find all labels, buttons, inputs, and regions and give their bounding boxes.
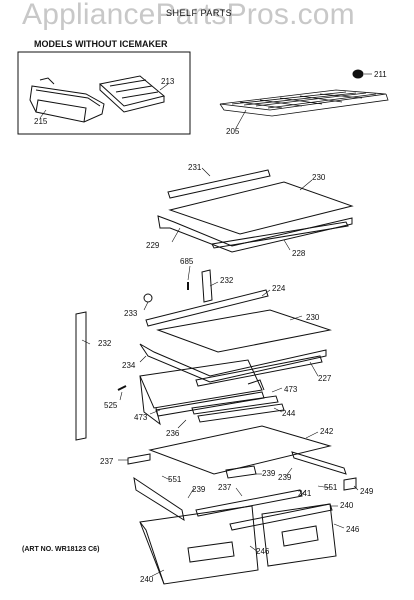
part-230-upper-glass <box>168 181 354 235</box>
part-label: 473 <box>284 385 298 394</box>
part-label: 239 <box>192 485 206 494</box>
part-label: 213 <box>161 77 175 86</box>
part-label: 224 <box>272 284 286 293</box>
part-232-side-rail <box>75 311 87 441</box>
part-label: 237 <box>100 457 114 466</box>
part-227-trim <box>195 355 323 387</box>
diagram-subtitle: SHELF PARTS <box>166 8 233 18</box>
part-label: 215 <box>34 117 48 126</box>
part-239-left-rail <box>133 476 185 522</box>
part-label: 211 <box>374 70 387 79</box>
part-label: 246 <box>256 547 270 556</box>
part-label: 685 <box>180 257 194 266</box>
part-233-clip <box>143 293 153 303</box>
part-228-trim <box>211 221 349 249</box>
part-label: 233 <box>124 309 138 318</box>
part-label: 230 <box>312 173 326 182</box>
part-label: 246 <box>346 525 360 534</box>
part-211-knob <box>352 69 364 79</box>
part-249 <box>343 477 357 491</box>
part-224-rail <box>145 289 269 327</box>
part-240-crisper-left <box>139 505 259 585</box>
part-label: 231 <box>188 163 202 172</box>
part-237-bracket <box>127 453 151 465</box>
part-213-ice-tray <box>98 75 166 113</box>
part-label: 525 <box>104 401 118 410</box>
part-label: 473 <box>134 413 148 422</box>
part-231-rail <box>167 169 271 199</box>
part-label: 234 <box>122 361 136 370</box>
part-239-right-rail <box>291 451 347 475</box>
part-label: 241 <box>298 489 312 498</box>
part-label: 227 <box>318 374 332 383</box>
part-232-bracket <box>201 269 213 303</box>
part-label: 551 <box>168 475 182 484</box>
part-label: 228 <box>292 249 306 258</box>
inset-box <box>17 51 191 135</box>
part-label: 551 <box>324 483 338 492</box>
part-242-glass <box>148 425 332 475</box>
part-229-frame <box>157 215 353 253</box>
leader-lines <box>39 73 372 577</box>
part-drawer-frame <box>139 359 285 426</box>
inset-title: MODELS WITHOUT ICEMAKER <box>34 39 168 49</box>
watermark: AppliancePartsPros.com <box>22 0 355 31</box>
part-label: 242 <box>320 427 334 436</box>
part-label: 239 <box>262 469 276 478</box>
part-234-frame <box>139 343 327 383</box>
part-label: 237 <box>218 483 232 492</box>
part-246-crisper-right <box>261 503 337 567</box>
part-525 <box>117 385 127 391</box>
art-number: (ART NO. WR18123 C6) <box>22 546 100 553</box>
part-239-mid <box>225 465 257 479</box>
part-205-wire-shelf <box>219 89 389 117</box>
part-label: 232 <box>220 276 234 285</box>
part-label: 205 <box>226 127 240 136</box>
part-label: 229 <box>146 241 160 250</box>
part-label: 240 <box>340 501 354 510</box>
part-label: 230 <box>306 313 320 322</box>
part-label: 239 <box>278 473 292 482</box>
part-label: 232 <box>98 339 112 348</box>
part-label: 244 <box>282 409 296 418</box>
part-230-lower-glass <box>156 309 332 353</box>
part-label: 249 <box>360 487 374 496</box>
part-label: 236 <box>166 429 180 438</box>
part-240-rail <box>229 503 333 531</box>
part-215-bin <box>29 77 105 123</box>
part-label: 240 <box>140 575 154 584</box>
